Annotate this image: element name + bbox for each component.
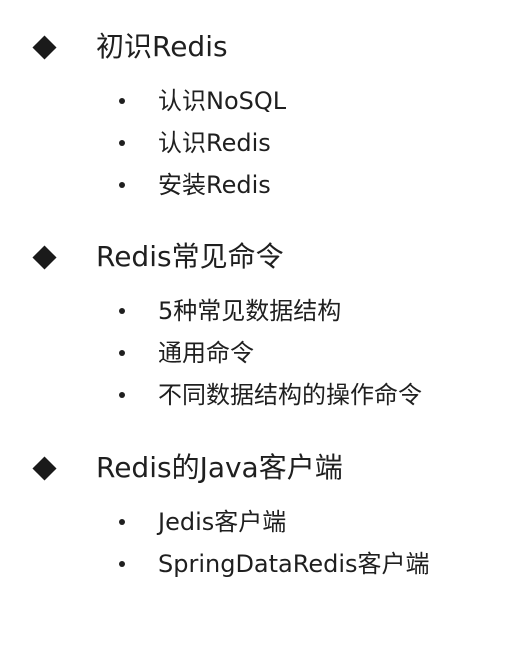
list-item: 认识Redis	[0, 124, 513, 166]
list-item: Jedis客户端	[0, 503, 513, 545]
section-items: Jedis客户端 SpringDataRedis客户端	[0, 503, 513, 587]
section-redis-java-client: Redis的Java客户端 Jedis客户端 SpringDataRedis客户…	[0, 447, 513, 578]
dot-bullet-icon	[119, 98, 125, 104]
section-heading: Redis常见命令	[0, 236, 513, 280]
list-item: 通用命令	[0, 334, 513, 376]
diamond-bullet-icon	[32, 456, 57, 481]
section-items: 5种常见数据结构 通用命令 不同数据结构的操作命令	[0, 292, 513, 418]
section-title: 初识Redis	[96, 30, 228, 63]
list-item-label: 认识Redis	[158, 129, 271, 157]
dot-bullet-icon	[119, 561, 125, 567]
list-item-label: SpringDataRedis客户端	[158, 550, 430, 578]
dot-bullet-icon	[119, 308, 125, 314]
section-title: Redis常见命令	[96, 240, 284, 273]
list-item-label: 安装Redis	[158, 171, 271, 199]
section-items: 认识NoSQL 认识Redis 安装Redis	[0, 82, 513, 208]
list-item-label: 不同数据结构的操作命令	[158, 381, 422, 409]
section-heading: Redis的Java客户端	[0, 447, 513, 491]
section-intro-redis: 初识Redis 认识NoSQL 认识Redis 安装Redis	[0, 26, 513, 199]
section-heading: 初识Redis	[0, 26, 513, 70]
list-item-label: 通用命令	[158, 339, 254, 367]
dot-bullet-icon	[119, 182, 125, 188]
dot-bullet-icon	[119, 392, 125, 398]
list-item: SpringDataRedis客户端	[0, 545, 513, 587]
dot-bullet-icon	[119, 519, 125, 525]
diamond-bullet-icon	[32, 245, 57, 270]
list-item: 5种常见数据结构	[0, 292, 513, 334]
list-item: 不同数据结构的操作命令	[0, 376, 513, 418]
list-item-label: Jedis客户端	[158, 508, 287, 536]
list-item: 安装Redis	[0, 166, 513, 208]
list-item-label: 认识NoSQL	[158, 87, 287, 115]
list-item: 认识NoSQL	[0, 82, 513, 124]
dot-bullet-icon	[119, 140, 125, 146]
diamond-bullet-icon	[32, 35, 57, 60]
section-title: Redis的Java客户端	[96, 451, 343, 484]
dot-bullet-icon	[119, 350, 125, 356]
section-redis-commands: Redis常见命令 5种常见数据结构 通用命令 不同数据结构的操作命令	[0, 236, 513, 409]
list-item-label: 5种常见数据结构	[158, 297, 342, 325]
